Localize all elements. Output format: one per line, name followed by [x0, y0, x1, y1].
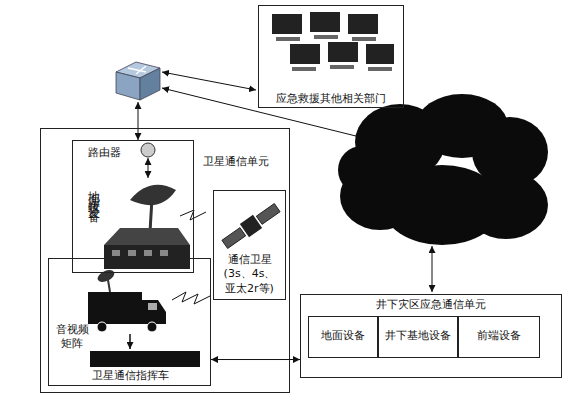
wheel: [147, 322, 157, 332]
dish-stand: [108, 280, 110, 292]
monitor: [310, 12, 340, 32]
radio-link: [180, 210, 206, 220]
link-arrow: [129, 334, 131, 349]
switch-front: [116, 72, 140, 100]
switch-side: [140, 68, 160, 100]
link-arrow: [432, 246, 433, 292]
truck-window: [148, 303, 157, 310]
radio-link: [172, 292, 210, 304]
truck-cab: [142, 300, 166, 324]
keyboard: [352, 37, 376, 41]
keyboard: [368, 67, 392, 71]
node-label: 通信卫星 (3s、4s、 亚太2r等): [214, 253, 285, 296]
keyboard: [292, 67, 316, 71]
node-label: 地面设备: [309, 329, 377, 343]
monitor: [290, 44, 320, 64]
command-vehicle-box: 音视频 矩阵卫星通信指挥车: [48, 258, 211, 386]
av-matrix-bar: [90, 351, 200, 367]
dish-stand: [150, 198, 152, 232]
link-arrow: [138, 102, 139, 140]
truck-dish: [96, 268, 117, 285]
monitor: [348, 14, 378, 34]
node-label: 前端设备: [459, 329, 539, 343]
satellite-body: [240, 215, 262, 237]
network-cloud: [338, 94, 548, 245]
building: [104, 245, 190, 269]
node-label: 卫星通信单元: [191, 155, 281, 169]
satellite-box: 通信卫星 (3s、4s、 亚太2r等): [213, 190, 286, 300]
unit-group-box: 井下灾区应急通信单元地面设备井下基地设备前端设备: [300, 294, 562, 378]
ground-station: [104, 185, 190, 269]
window: [128, 250, 136, 256]
monitor: [328, 42, 358, 62]
department-box: 应急救援其他相关部门: [258, 5, 404, 108]
wheel: [97, 322, 107, 332]
connector-arrow: [211, 359, 300, 360]
window: [144, 250, 152, 256]
cloud-part: [464, 171, 548, 239]
monitor: [366, 44, 394, 64]
node-label: 井下灾区应急通信单元: [301, 298, 561, 312]
node-label: 井下基地设备: [379, 329, 457, 343]
node-label: 路由器: [79, 146, 129, 160]
node-label: 应急救援其他相关部门: [259, 92, 403, 106]
satellite-icon: [220, 201, 282, 251]
window: [160, 250, 168, 256]
equipment-box: 井下基地设备: [378, 316, 458, 358]
router-icon: [141, 143, 155, 157]
ground-receiver-box: 路由器地面接收设备: [72, 140, 194, 273]
keyboard: [330, 65, 354, 69]
building-roof: [104, 228, 190, 245]
computer-icons: [272, 12, 394, 71]
keyboard: [314, 35, 338, 39]
link-arrow: [162, 72, 256, 90]
solar-panel: [256, 204, 280, 225]
keyboard: [276, 37, 300, 41]
truck-body: [88, 292, 142, 324]
solar-panel: [222, 228, 246, 249]
window: [112, 250, 120, 256]
switch-arrows: [128, 66, 146, 74]
node-label: 音视频 矩阵: [51, 323, 93, 352]
vertical-label: 地面接收设备: [85, 181, 101, 205]
link-arrow: [148, 158, 149, 178]
node-label: 卫星通信指挥车: [85, 369, 175, 383]
equipment-box: 地面设备: [308, 316, 378, 358]
truck-icon: [88, 268, 166, 332]
equipment-box: 前端设备: [458, 316, 540, 358]
unit-group-box: 卫星通信单元路由器地面接收设备通信卫星 (3s、4s、 亚太2r等)音视频 矩阵…: [40, 128, 290, 393]
monitor: [272, 14, 302, 34]
switch-icon: [116, 62, 160, 100]
cloud-part: [338, 146, 386, 194]
